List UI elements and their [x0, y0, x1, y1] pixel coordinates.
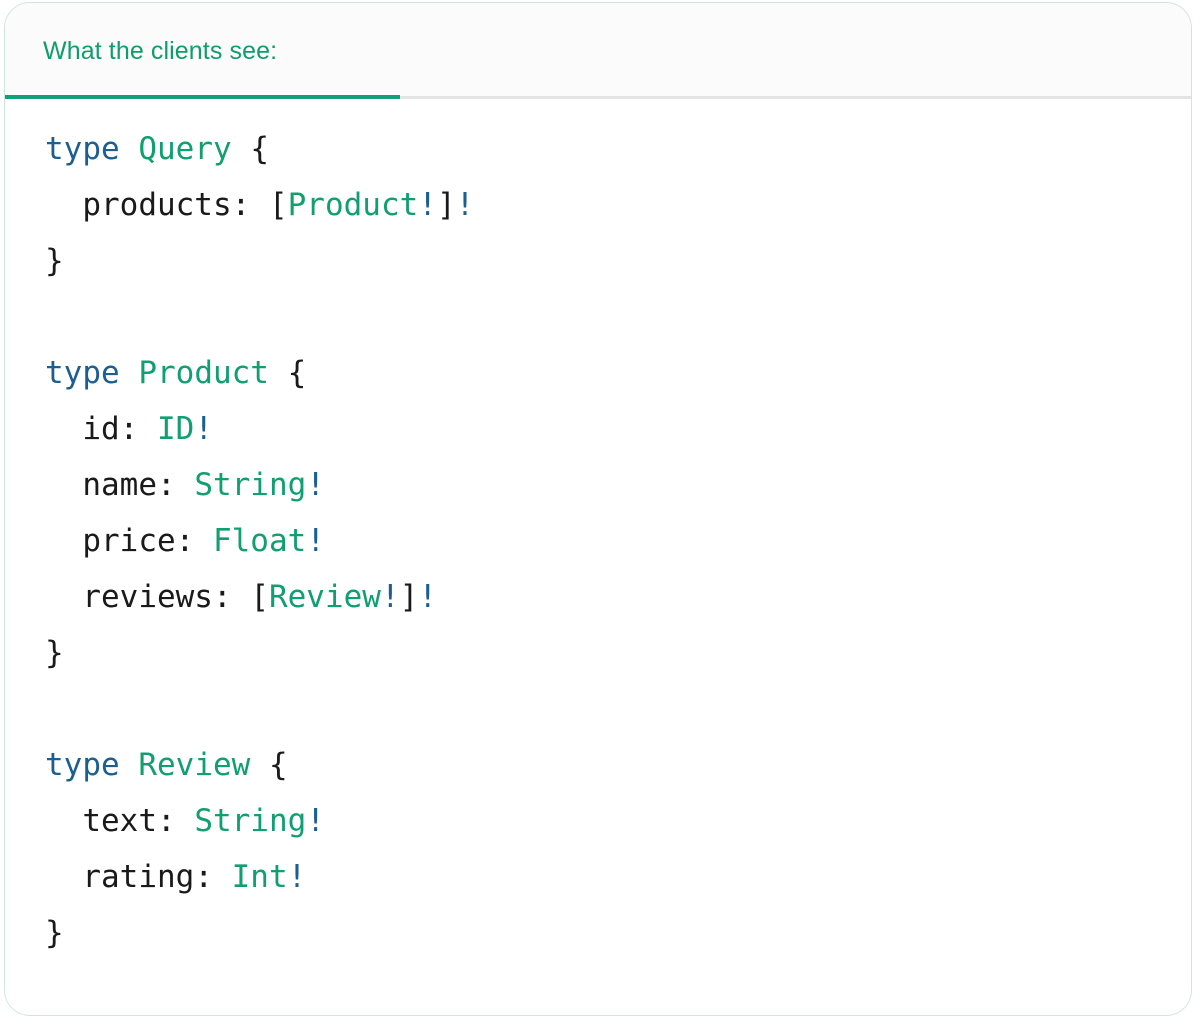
code-token	[269, 355, 288, 391]
code-token: !	[194, 411, 213, 447]
code-token: !	[287, 859, 307, 895]
code-line	[45, 289, 1191, 345]
code-line: name: String!	[45, 457, 1191, 513]
code-token: {	[250, 131, 269, 167]
code-token: !	[380, 579, 400, 615]
code-token	[45, 803, 82, 839]
code-line: text: String!	[45, 793, 1191, 849]
code-token: Query	[138, 131, 232, 167]
code-line: price: Float!	[45, 513, 1191, 569]
code-line: id: ID!	[45, 401, 1191, 457]
code-token: Product	[138, 355, 269, 391]
code-line: }	[45, 905, 1191, 961]
code-token: products	[82, 187, 232, 223]
code-token: {	[268, 747, 288, 783]
code-line: reviews: [Review!]!	[45, 569, 1191, 625]
code-token: text	[82, 803, 157, 839]
code-token: :	[156, 467, 195, 503]
code-token: :	[156, 803, 195, 839]
code-line: }	[45, 625, 1191, 681]
code-token: ]	[436, 187, 456, 223]
code-token: String	[194, 467, 307, 503]
code-token: :	[194, 859, 232, 895]
graphql-schema-code: type Query { products: [Product!]!} type…	[5, 121, 1191, 961]
code-token: Review	[268, 579, 381, 615]
code-line	[45, 681, 1191, 737]
code-token: Int	[231, 859, 288, 895]
tab-what-the-clients-see[interactable]: What the clients see:	[5, 3, 400, 99]
code-line: products: [Product!]!	[45, 177, 1191, 233]
code-line: rating: Int!	[45, 849, 1191, 905]
code-token: !	[455, 187, 475, 223]
code-token: :	[212, 579, 251, 615]
code-token	[45, 859, 82, 895]
tab-bar: What the clients see:	[5, 3, 1191, 99]
code-token	[45, 467, 82, 503]
code-token: [	[250, 579, 269, 615]
code-token: }	[45, 915, 64, 951]
code-token: !	[418, 579, 437, 615]
code-token	[250, 747, 269, 783]
code-token: rating	[82, 859, 195, 895]
code-token: !	[418, 187, 437, 223]
code-token	[120, 131, 139, 167]
code-token: ID	[156, 411, 195, 447]
code-token: reviews	[82, 579, 213, 615]
code-token	[120, 355, 139, 391]
code-token: [	[268, 187, 288, 223]
code-line: type Review {	[45, 737, 1191, 793]
code-token: price	[82, 523, 176, 559]
code-token: String	[194, 803, 307, 839]
code-token	[232, 131, 251, 167]
code-token: Product	[287, 187, 419, 223]
code-token: type	[45, 355, 120, 391]
code-token	[45, 579, 82, 615]
code-token: {	[287, 355, 307, 391]
code-token	[45, 411, 82, 447]
code-token: ]	[399, 579, 419, 615]
code-token: id	[82, 411, 120, 447]
code-token	[45, 187, 82, 223]
code-token	[120, 747, 139, 783]
code-token: }	[45, 243, 64, 279]
code-token: :	[231, 187, 269, 223]
code-token: }	[45, 635, 64, 671]
code-line: }	[45, 233, 1191, 289]
code-token	[45, 523, 82, 559]
code-viewer: type Query { products: [Product!]!} type…	[5, 99, 1191, 1015]
code-token: :	[119, 411, 157, 447]
code-token: !	[306, 523, 325, 559]
code-line: type Query {	[45, 121, 1191, 177]
code-line: type Product {	[45, 345, 1191, 401]
code-token: !	[306, 803, 325, 839]
code-token: Float	[212, 523, 307, 559]
code-token: Review	[138, 747, 251, 783]
code-token: !	[306, 467, 325, 503]
schema-card: What the clients see: type Query { produ…	[4, 2, 1192, 1016]
code-token: :	[175, 523, 213, 559]
code-token: type	[45, 131, 120, 167]
code-token: type	[45, 747, 120, 783]
tab-label: What the clients see:	[43, 36, 278, 65]
code-token: name	[82, 467, 157, 503]
